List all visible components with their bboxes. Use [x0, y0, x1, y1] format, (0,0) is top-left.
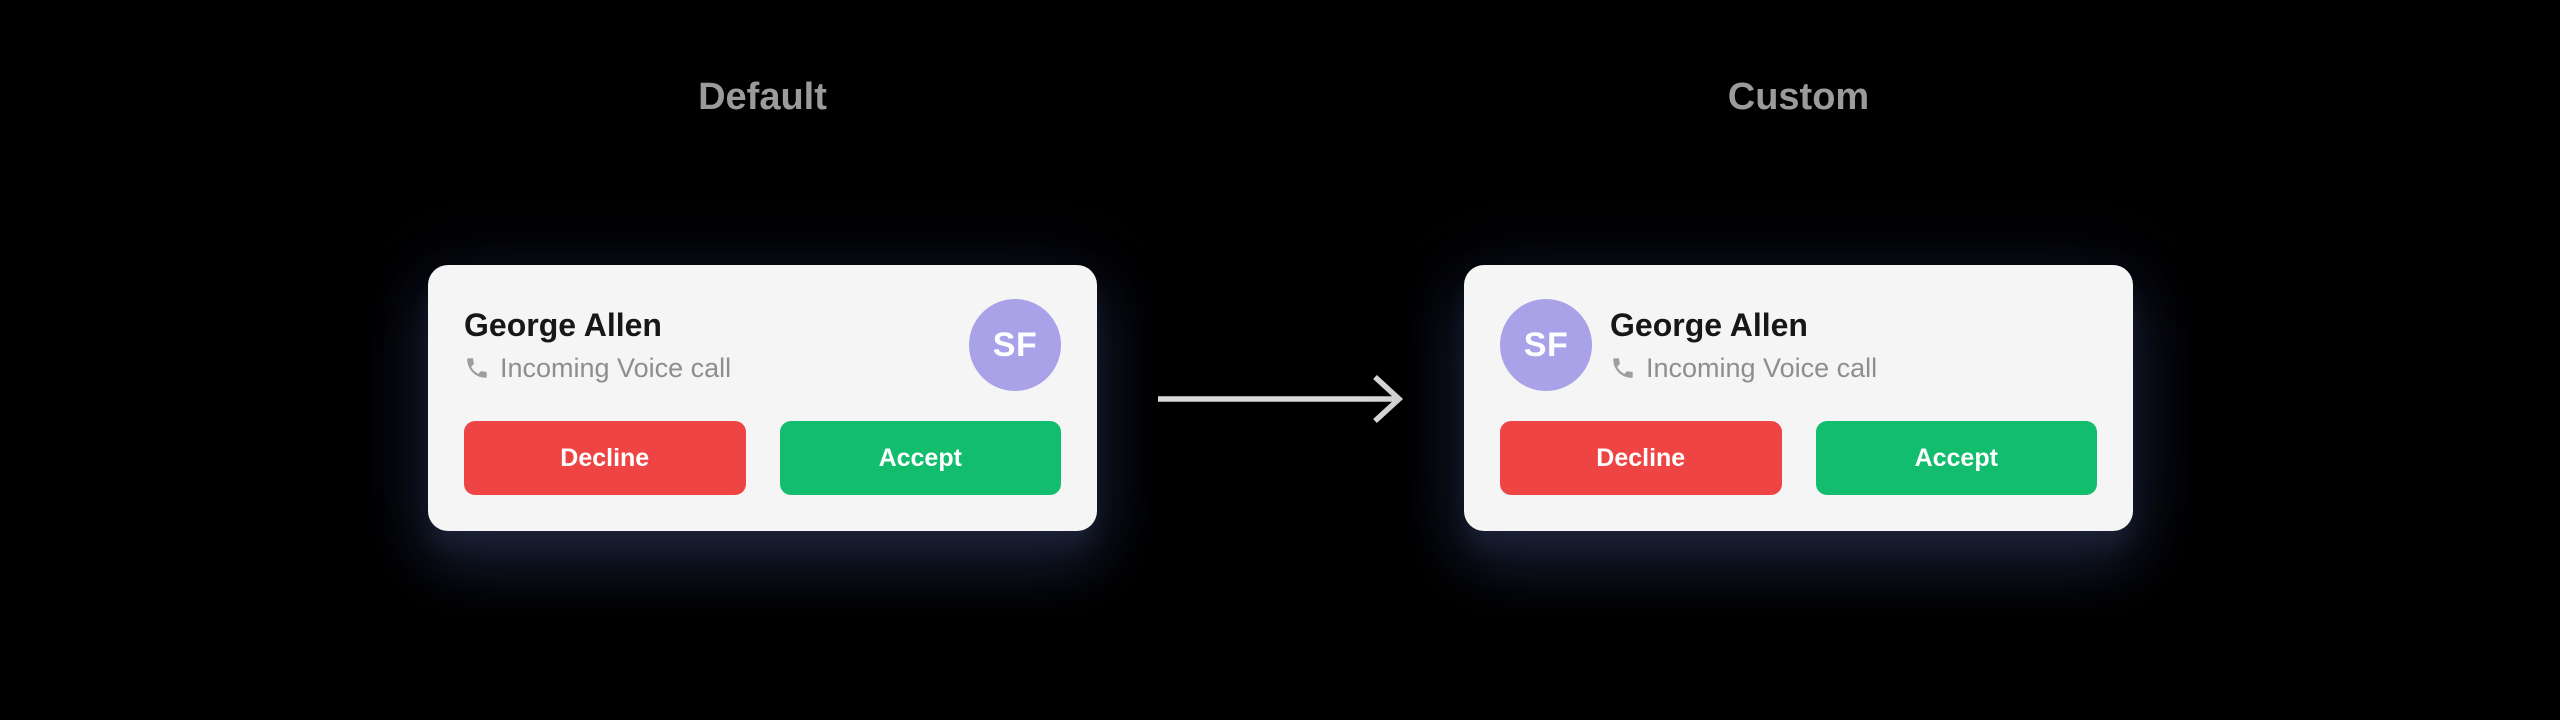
- card-header: SF George Allen Incoming Voice call: [1500, 299, 2097, 391]
- default-variant-section: Default George Allen Incoming Voice call: [428, 0, 1097, 720]
- phone-icon: [464, 355, 490, 381]
- avatar: SF: [969, 299, 1061, 391]
- variant-title-default: Default: [698, 76, 827, 118]
- accept-button[interactable]: Accept: [779, 421, 1061, 495]
- call-subtitle: Incoming Voice call: [464, 352, 731, 384]
- right-arrow-icon: [1154, 371, 1406, 427]
- call-subtitle-label: Incoming Voice call: [1646, 352, 1878, 383]
- avatar: SF: [1500, 299, 1592, 391]
- caller-name: George Allen: [464, 306, 662, 343]
- call-subtitle-label: Incoming Voice call: [500, 352, 732, 383]
- variant-title-custom: Custom: [1727, 76, 1870, 118]
- incoming-call-card-default: George Allen Incoming Voice call SF: [428, 265, 1097, 531]
- avatar-initials: SF: [992, 325, 1038, 364]
- card-actions: Decline Accept: [464, 421, 1061, 495]
- phone-icon: [1610, 355, 1636, 381]
- decline-button[interactable]: Decline: [1500, 421, 1782, 495]
- call-subtitle: Incoming Voice call: [1610, 352, 1877, 384]
- decline-button[interactable]: Decline: [464, 421, 746, 495]
- avatar-initials: SF: [1523, 325, 1569, 364]
- caller-name: George Allen: [1610, 306, 1808, 343]
- caller-texts: George Allen Incoming Voice call: [1610, 306, 1877, 384]
- accept-button[interactable]: Accept: [1815, 421, 2097, 495]
- incoming-call-card-custom: SF George Allen Incoming Voice call: [1464, 265, 2133, 531]
- card-actions: Decline Accept: [1500, 421, 2097, 495]
- card-header: George Allen Incoming Voice call SF: [464, 299, 1061, 391]
- caller-texts: George Allen Incoming Voice call: [464, 306, 731, 384]
- custom-variant-section: Custom SF George Allen Incoming Voice ca…: [1464, 0, 2133, 720]
